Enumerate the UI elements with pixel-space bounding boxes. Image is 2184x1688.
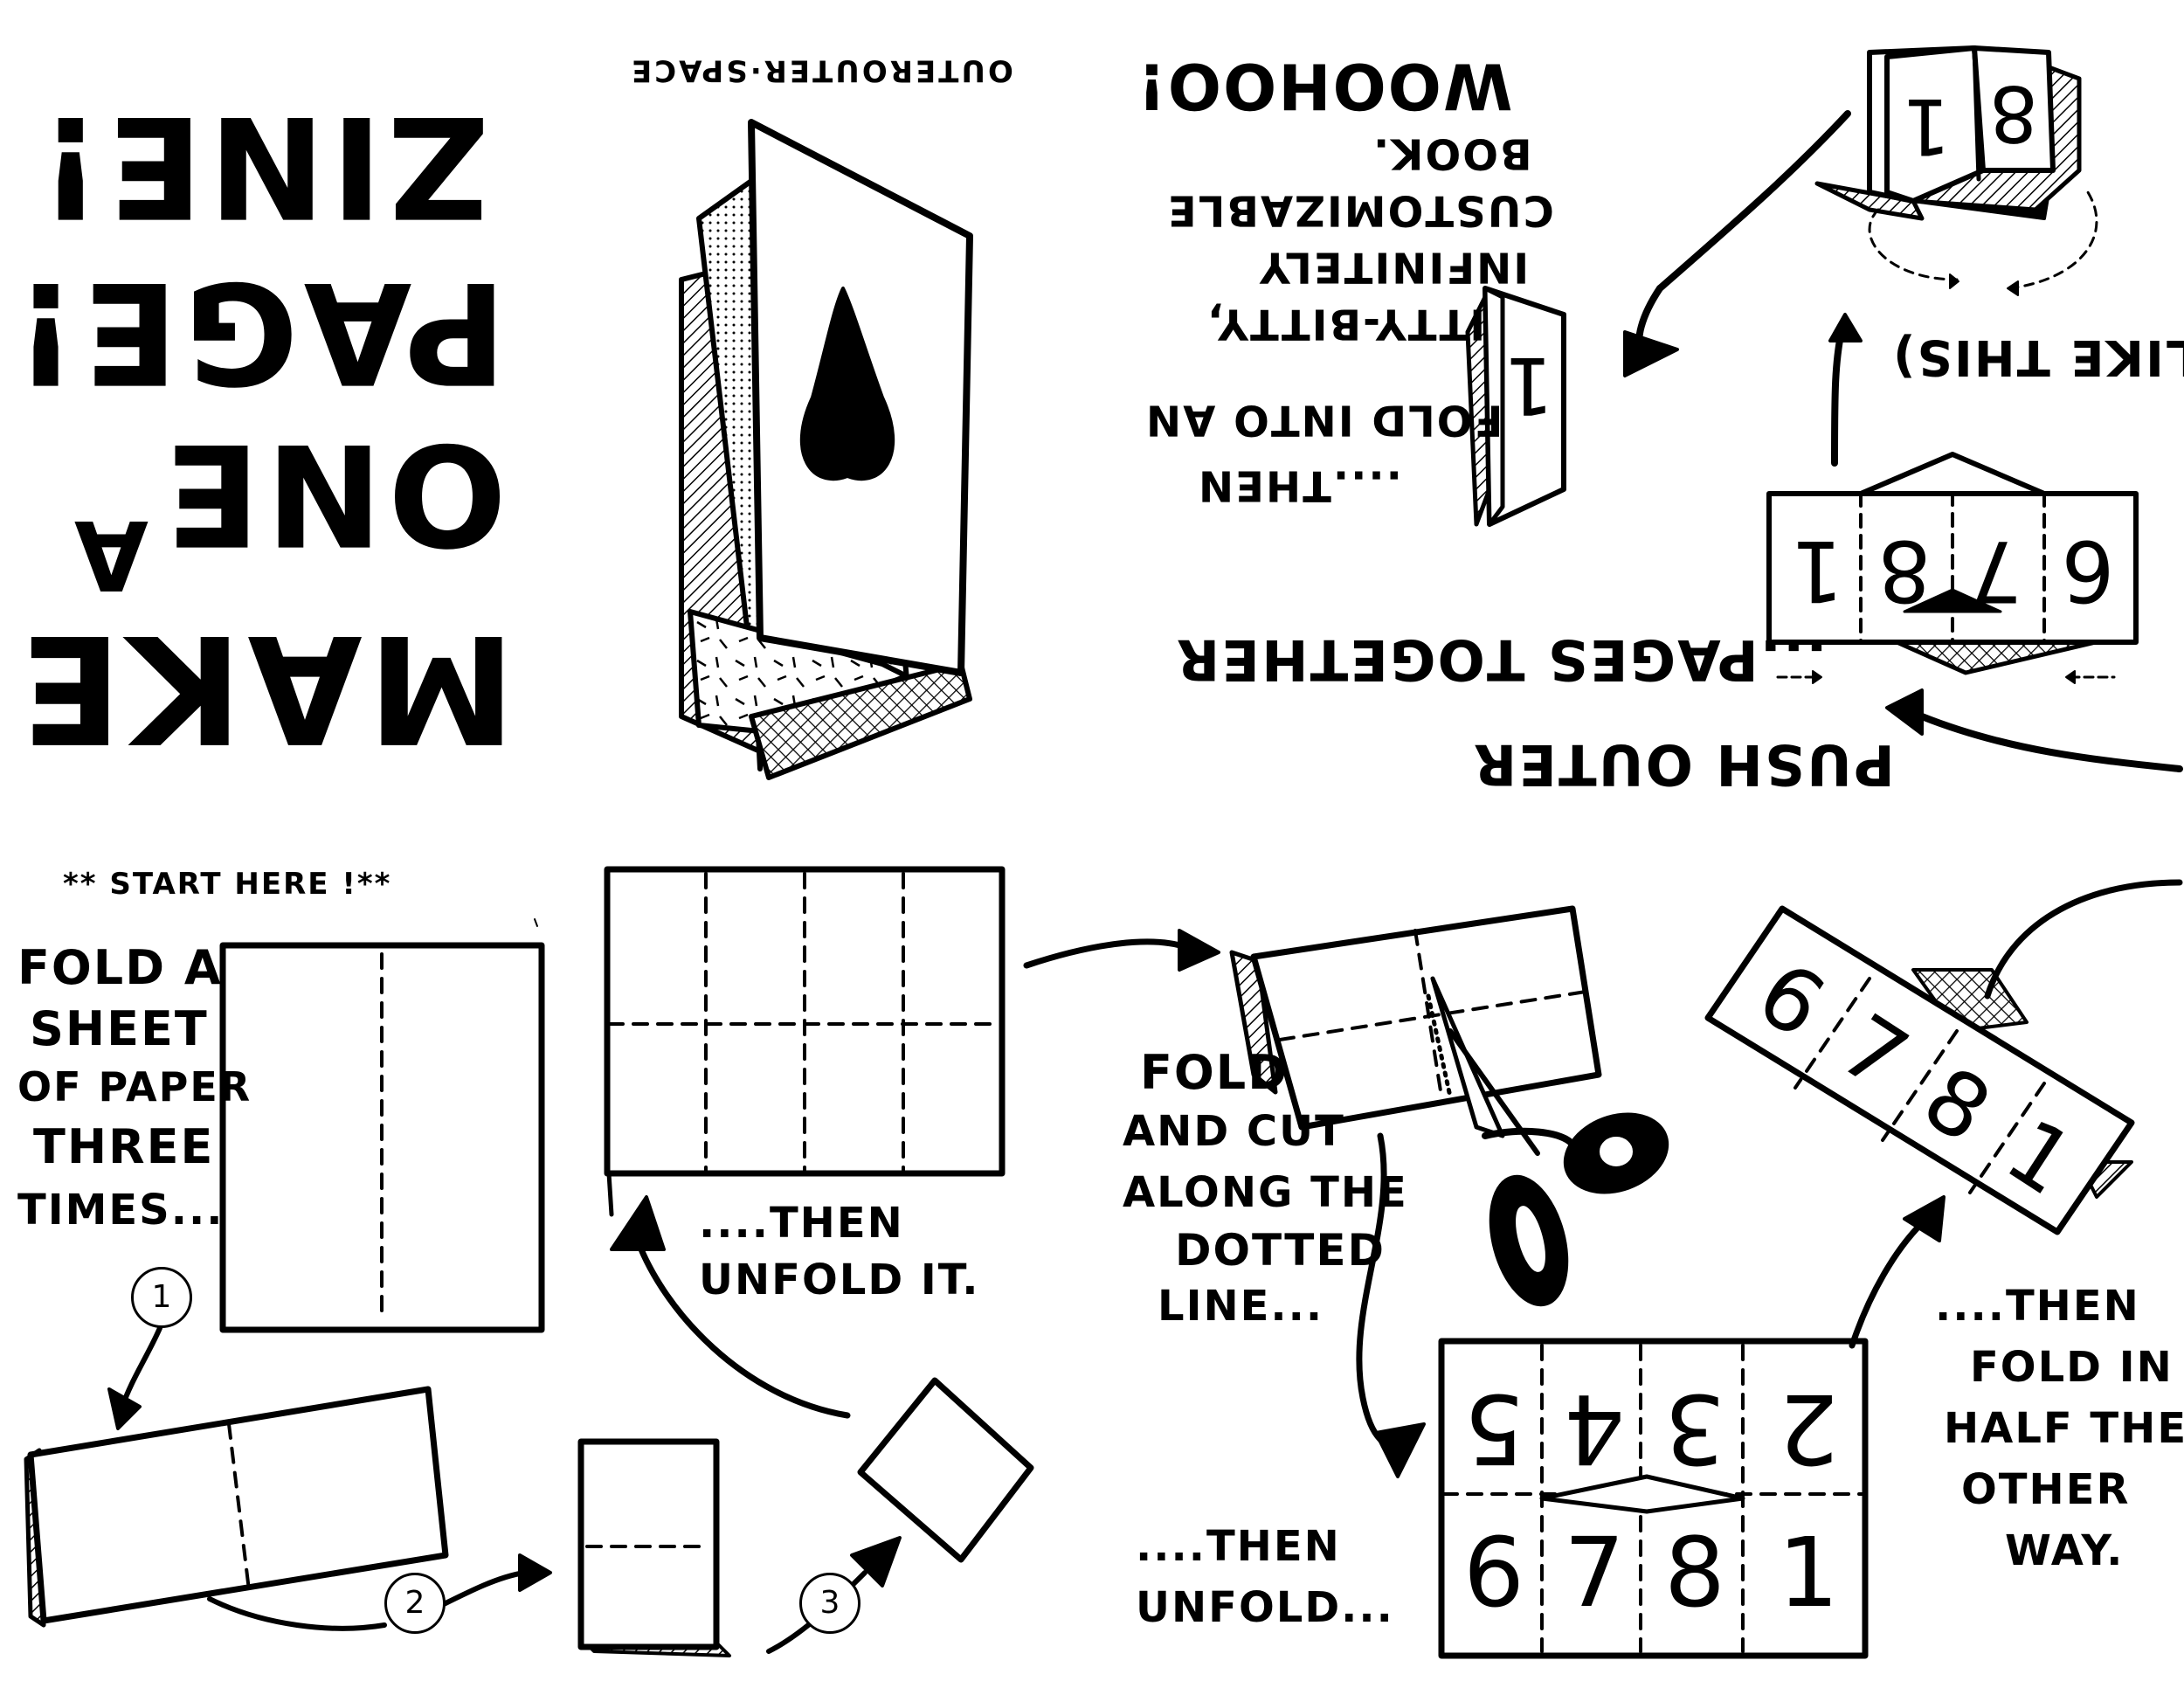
brand-label: OUTEROUTER·SPACE: [629, 54, 1013, 86]
title-line-one: ONE: [160, 424, 507, 564]
fold-cut-line-4: DOTTED: [1175, 1228, 1386, 1274]
start-here-label: ** START HERE !**: [63, 869, 391, 901]
fold-sheet-line-2: SHEET: [30, 1005, 209, 1055]
woohoo-text: WOOHOO!: [1136, 52, 1512, 119]
grid-top-page-3: 3: [1660, 1380, 1730, 1477]
fold-into-text: FOLD INTO AN: [1144, 398, 1503, 441]
then-unfold-line-2: UNFOLD...: [1136, 1586, 1394, 1629]
fold-sheet-line-3: OF PAPER: [17, 1066, 252, 1108]
title-block: MAKE A ONE PAGE! ZINE!: [35, 52, 524, 769]
pushed-strip-page-7: 7: [1966, 529, 2027, 612]
infinitely-text: INFINITELY: [1258, 245, 1529, 288]
fold-sheet-line-1: FOLD A: [17, 944, 223, 993]
fold-half-line-2: FOLD IN: [1970, 1346, 2174, 1389]
then-text-top: ....THEN: [1197, 463, 1402, 507]
fold-cut-line-1: FOLD: [1140, 1048, 1289, 1098]
spread-page-right: 1: [1900, 87, 1952, 164]
push-outer-text: PUSH OUTER: [1472, 734, 1895, 792]
book-text: BOOK.: [1372, 131, 1532, 175]
pushed-strip-page-6: 6: [2057, 529, 2118, 612]
fold-cut-line-5: LINE...: [1158, 1284, 1324, 1328]
title-line-page: PAGE!: [9, 262, 507, 402]
customizable-text: CUSTOMIZABLE: [1166, 188, 1554, 232]
fold-cut-line-2: AND CUT: [1123, 1110, 1345, 1153]
fold-half-line-1: ....THEN: [1935, 1284, 2140, 1328]
fold-cut-line-3: ALONG THE: [1123, 1171, 1408, 1214]
fold-sheet-line-4: THREE: [33, 1123, 214, 1173]
grid-bottom-page-7: 7: [1559, 1525, 1629, 1621]
pages-together-text: ...PAGES TOGETHER: [1175, 629, 1828, 688]
grid-bottom-page-1: 1: [1773, 1525, 1843, 1621]
step1-sheet-illustration: [223, 919, 542, 1330]
step3-final-illustration: [860, 1380, 1031, 1560]
fold-half-line-3: HALF THE: [1944, 1407, 2184, 1450]
folded-strip-illustration: [1708, 909, 2132, 1232]
like-this-text: (LIKE THIS): [1891, 330, 2184, 382]
title-line-make: MAKE: [15, 613, 515, 762]
grid-bottom-page-8: 8: [1660, 1525, 1730, 1621]
open-spread-illustration: [1817, 48, 2097, 295]
step-2-badge: 2: [384, 1573, 446, 1634]
step2-folded-illustration: [26, 1389, 446, 1625]
step-3-badge: 3: [799, 1573, 860, 1634]
step3-folded-illustration: [581, 1442, 729, 1656]
title-line-a: A: [69, 507, 149, 603]
pushed-strip-page-8: 8: [1874, 529, 1935, 612]
booklet-page-number: 1: [1503, 345, 1555, 424]
unfolded-grid-illustration: [607, 869, 1002, 1214]
finished-zine-illustration: [681, 122, 970, 778]
fold-sheet-line-5: TIMES...: [17, 1188, 224, 1232]
grid-top-page-5: 5: [1459, 1380, 1529, 1477]
then-unfold-line-1: ....THEN: [1136, 1525, 1341, 1568]
spread-page-left: 8: [1987, 74, 2040, 151]
itty-bitty-text: ITTY-BITTY,: [1206, 301, 1485, 345]
grid-top-page-4: 4: [1559, 1380, 1629, 1477]
fold-half-line-5: WAY.: [2005, 1529, 2124, 1573]
pushed-strip-page-1: 1: [1787, 529, 1848, 612]
then-unfold-it-line-1: ....THEN: [699, 1201, 904, 1245]
grid-bottom-page-6: 6: [1459, 1525, 1529, 1621]
fold-half-line-4: OTHER: [1961, 1468, 2130, 1512]
grid-top-page-2: 2: [1773, 1380, 1843, 1477]
title-line-zine: ZINE!: [33, 96, 489, 236]
then-unfold-it-line-2: UNFOLD IT.: [699, 1258, 979, 1302]
step-1-badge: 1: [131, 1267, 192, 1328]
